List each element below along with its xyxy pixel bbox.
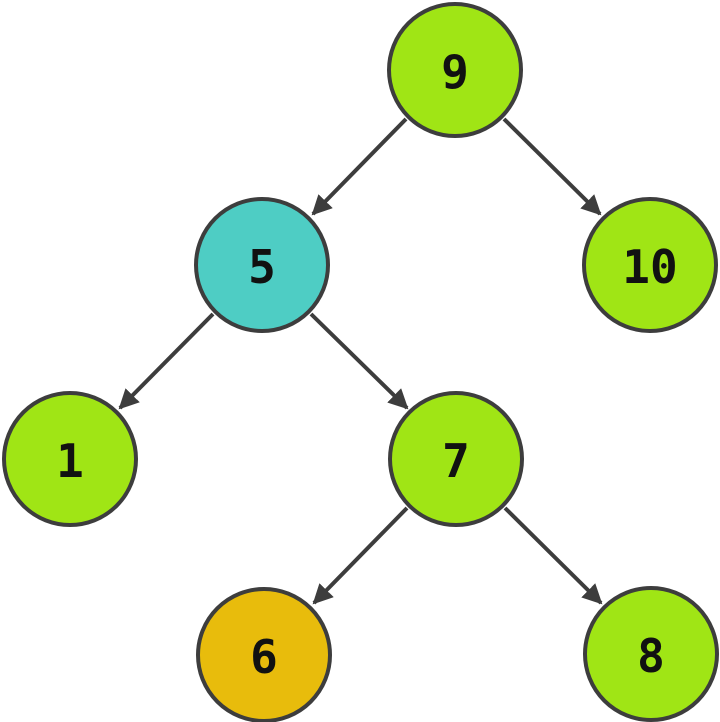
tree-node-10: 10 bbox=[582, 197, 718, 333]
tree-node-8: 8 bbox=[583, 586, 719, 722]
node-circle bbox=[387, 2, 523, 138]
node-label: 8 bbox=[637, 629, 665, 683]
node-label: 1 bbox=[56, 434, 84, 488]
node-circle bbox=[388, 391, 524, 527]
tree-node-1: 1 bbox=[2, 391, 138, 527]
tree-node-9: 9 bbox=[387, 2, 523, 138]
edge-5-to-1 bbox=[118, 312, 215, 410]
tree-node-5: 5 bbox=[194, 197, 330, 333]
node-label: 7 bbox=[442, 434, 470, 488]
node-circle bbox=[2, 391, 138, 527]
node-label: 10 bbox=[622, 240, 677, 294]
edge-5-to-7 bbox=[309, 312, 409, 410]
edges-group bbox=[118, 117, 603, 605]
node-circle bbox=[582, 197, 718, 333]
edge-7-to-8 bbox=[503, 506, 603, 605]
edge-9-to-5 bbox=[311, 117, 408, 216]
node-circle bbox=[583, 586, 719, 722]
node-label: 5 bbox=[248, 240, 276, 294]
edge-7-to-6 bbox=[312, 506, 409, 605]
node-label: 9 bbox=[441, 45, 469, 99]
node-label: 6 bbox=[250, 630, 278, 684]
edge-9-to-10 bbox=[502, 117, 602, 216]
node-circle bbox=[194, 197, 330, 333]
tree-node-6: 6 bbox=[196, 587, 332, 722]
tree-node-7: 7 bbox=[388, 391, 524, 527]
node-circle bbox=[196, 587, 332, 722]
